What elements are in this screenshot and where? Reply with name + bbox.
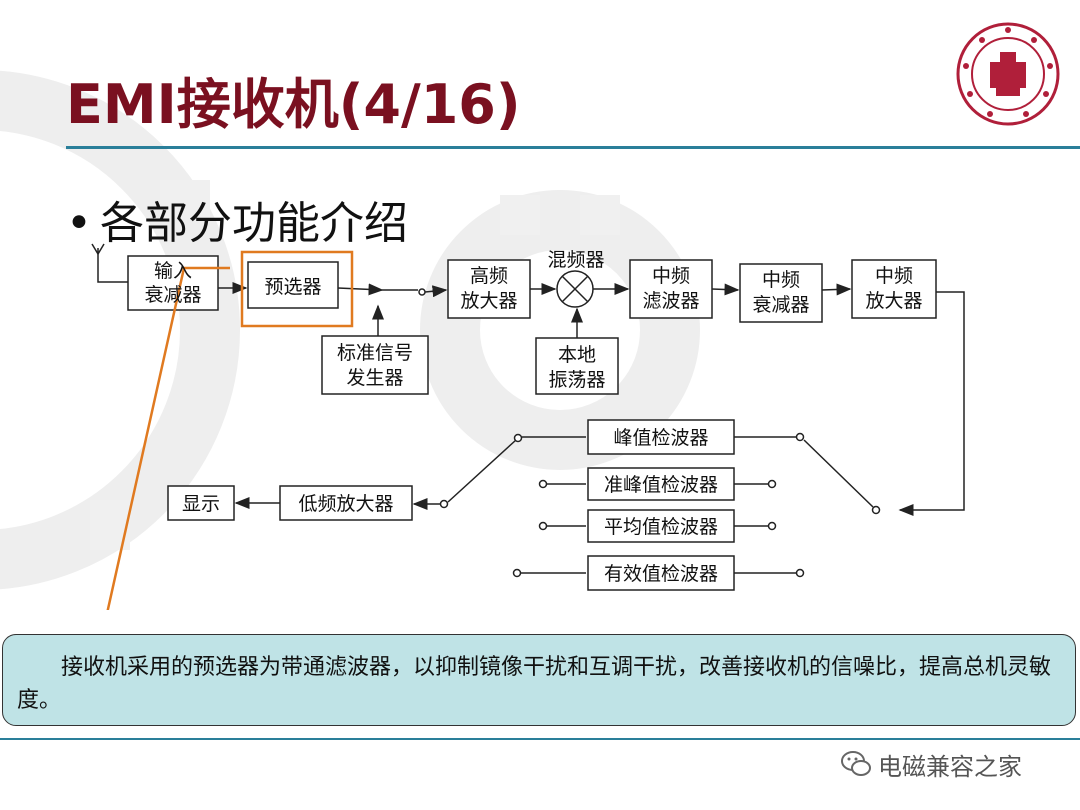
highlight-leader-line xyxy=(106,266,230,610)
block-input-attenuator xyxy=(127,255,219,311)
block-std-signal-gen xyxy=(321,335,429,395)
bullet-dot: • xyxy=(66,198,92,249)
label-input-attenuator-2: 衰减器 xyxy=(144,284,201,306)
label-if-attenuator-2: 衰减器 xyxy=(752,294,809,316)
label-quasi-peak-detector: 准峰值检波器 xyxy=(604,474,718,496)
bullet-item: •各部分功能介绍 xyxy=(66,196,408,252)
block-lf-amp xyxy=(279,485,413,521)
label-input-attenuator-1: 输入 xyxy=(154,260,192,282)
watermark-text: 电磁兼容之家 xyxy=(878,752,1022,781)
bullet-text: 各部分功能介绍 xyxy=(100,198,408,249)
label-std-signal-gen-2: 发生器 xyxy=(346,367,403,389)
page-title: EMI接收机(4/16) xyxy=(66,73,521,136)
block-average-detector xyxy=(587,509,735,543)
wechat-icon xyxy=(841,751,871,776)
label-rf-amp-2: 放大器 xyxy=(460,290,517,312)
block-peak-detector xyxy=(587,419,735,455)
block-if-attenuator xyxy=(739,263,823,323)
preselector-highlight xyxy=(240,250,354,328)
label-mixer: 混频器 xyxy=(547,249,604,271)
block-preselector xyxy=(247,261,339,309)
label-local-osc-2: 振荡器 xyxy=(548,369,605,391)
label-if-attenuator-1: 中频 xyxy=(762,269,800,291)
block-display xyxy=(167,485,235,521)
label-lf-amp: 低频放大器 xyxy=(298,493,393,515)
block-if-filter xyxy=(629,259,713,319)
antenna-line xyxy=(97,248,128,283)
label-preselector: 预选器 xyxy=(264,276,321,298)
emi-receiver-block-diagram: 输入 衰减器 预选器 标准信号 发生器 高频 放大器 混频器 本地 振荡器 中频… xyxy=(91,243,965,610)
label-if-filter-1: 中频 xyxy=(652,265,690,287)
block-if-amp xyxy=(851,259,937,319)
label-if-amp-2: 放大器 xyxy=(865,290,922,312)
university-seal-icon xyxy=(956,22,1060,126)
block-rf-amp xyxy=(447,259,531,319)
antenna-icon xyxy=(91,243,105,256)
title-underline xyxy=(66,146,1080,149)
label-rf-amp-1: 高频 xyxy=(470,265,508,287)
label-average-detector: 平均值检波器 xyxy=(604,516,718,538)
callout-note: 接收机采用的预选器为带通滤波器，以抑制镜像干扰和互调干扰，改善接收机的信噪比，提… xyxy=(2,634,1076,726)
watermark: 电磁兼容之家 xyxy=(840,744,1022,784)
label-display: 显示 xyxy=(182,493,220,515)
footer-rule xyxy=(0,738,1080,740)
label-if-amp-1: 中频 xyxy=(875,265,913,287)
block-local-osc xyxy=(535,337,619,395)
block-quasi-peak-detector xyxy=(587,467,735,501)
label-rms-detector: 有效值检波器 xyxy=(604,563,718,585)
label-if-filter-2: 滤波器 xyxy=(642,290,699,312)
label-std-signal-gen-1: 标准信号 xyxy=(337,342,413,364)
label-local-osc-1: 本地 xyxy=(558,344,596,366)
label-peak-detector: 峰值检波器 xyxy=(613,427,708,449)
